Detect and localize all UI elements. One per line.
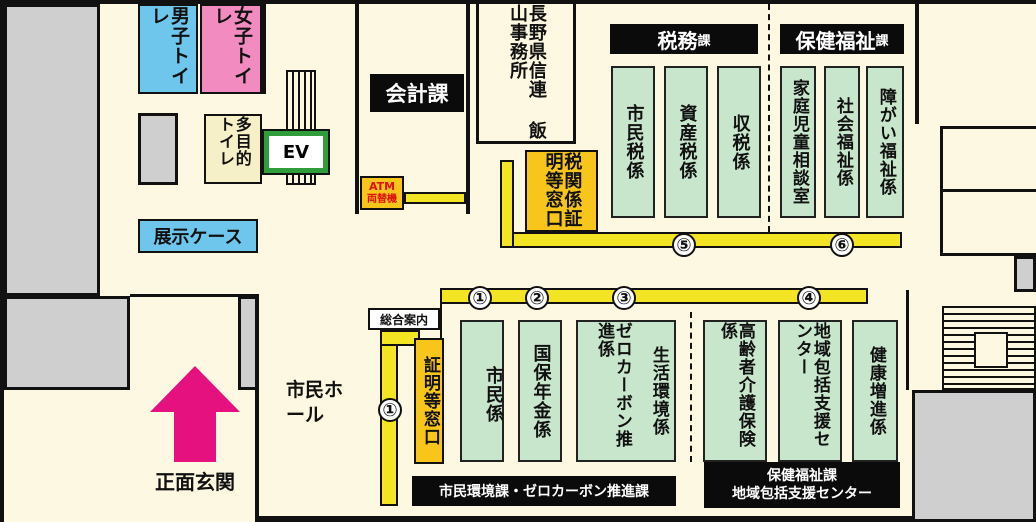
hoken-bottom-line2: 地域包括支援センター — [732, 486, 872, 502]
accounting-wall — [466, 4, 470, 214]
zeimu-dept-header: 税務課 — [610, 24, 758, 54]
right-wall-top — [915, 4, 919, 124]
desk-shisanzei-label: 資産税係 — [676, 104, 698, 180]
divider-top — [768, 4, 770, 232]
hoken-name: 保健福祉 — [795, 28, 876, 53]
info-partition — [440, 300, 442, 340]
desk-shiminka: 市民係 — [460, 320, 504, 462]
elevator[interactable]: EV — [262, 129, 330, 175]
general-information-label: 総合案内 — [379, 312, 428, 327]
accounting-counter — [404, 192, 466, 204]
desk-shiminka-label: 市民係 — [483, 365, 504, 423]
multipurpose-toilet: 多目的トイレ — [204, 114, 262, 184]
hoken-suffix: 課 — [875, 33, 889, 49]
counter-4[interactable]: ④ — [797, 286, 821, 310]
tax-certificate-window-label: 税関係証明等窓口 — [542, 152, 583, 228]
elevator-label: EV — [269, 136, 323, 168]
entrance-wall-right — [255, 296, 259, 522]
counter-6[interactable]: ⑥ — [830, 233, 854, 257]
right-partition — [906, 290, 909, 390]
desk-kenko: 健康増進係 — [852, 320, 898, 462]
desk-shisanzei: 資産税係 — [664, 66, 708, 218]
desk-katei-label: 家庭児童相談室 — [788, 79, 809, 205]
general-information[interactable]: 総合案内 — [368, 308, 440, 330]
desk-kenko-label: 健康増進係 — [865, 346, 886, 436]
right-pillar — [1014, 256, 1036, 292]
zeimu-name: 税務 — [657, 28, 698, 53]
atm-label: ATM — [368, 180, 396, 194]
desk-shuzei-label: 収税係 — [729, 113, 751, 171]
womens-toilet: 女子トイレ — [200, 4, 262, 94]
hoken-bottom-line1: 保健福祉課 — [767, 467, 837, 484]
womens-toilet-label: 女子トイレ — [211, 6, 253, 86]
counter-5-6-left-leg — [500, 160, 514, 248]
shimin-dept-label: 市民環境課・ゼロカーボン推進課 — [412, 476, 676, 506]
mens-toilet: 男子トイレ — [138, 4, 198, 94]
display-case-label: 展示ケース — [153, 227, 243, 248]
tax-certificate-window[interactable]: 税関係証明等窓口 — [525, 150, 598, 232]
counter-3[interactable]: ③ — [612, 286, 636, 310]
citizens-hall-label: 市民ホール — [286, 378, 346, 427]
stairs-right — [942, 306, 1036, 390]
entrance-arrow-icon — [150, 366, 240, 462]
atm[interactable]: ATM 両替機 — [360, 176, 404, 210]
desk-korei-label: 高齢者介護保険係 — [717, 322, 755, 448]
entrance-wall-top — [130, 294, 259, 297]
left-structure — [4, 4, 100, 296]
right-room-1 — [940, 126, 1036, 192]
zeimu-suffix: 課 — [697, 33, 711, 49]
desk-shuzei: 収税係 — [717, 66, 761, 218]
desk-shiminzei: 市民税係 — [611, 66, 655, 218]
display-case: 展示ケース — [138, 219, 258, 253]
desk-chiiki: 地域包括支援センター — [778, 320, 842, 462]
counter-1-side[interactable]: ① — [378, 398, 402, 422]
divider-bottom — [690, 312, 692, 462]
counter-5[interactable]: ⑤ — [672, 233, 696, 257]
hoken-dept-header: 保健福祉課 — [780, 24, 904, 54]
outer-wall-top — [0, 0, 1036, 4]
desk-kokuho-label: 国保年金係 — [530, 343, 552, 439]
outer-wall-bottom — [255, 516, 1036, 522]
desk-zerocarbon-label: ゼロカーボン推進係 — [594, 322, 632, 448]
counter-1-vertical — [380, 340, 398, 506]
left-lower-structure — [4, 296, 130, 390]
bank-office: 長野県信連 飯山事務所 — [476, 4, 576, 144]
desk-seikatsu-label: 生活環境係 — [648, 346, 669, 436]
center-wall — [355, 4, 359, 214]
bank-label: 長野県信連 飯山事務所 — [507, 4, 547, 140]
certificate-window-label: 証明等窓口 — [419, 356, 440, 446]
desk-korei: 高齢者介護保険係 — [703, 320, 767, 462]
atm-exchange-label: 両替機 — [367, 193, 397, 205]
counter-2[interactable]: ② — [525, 286, 549, 310]
citizens-hall-text: 市民ホール — [286, 379, 344, 426]
multipurpose-toilet-label: 多目的トイレ — [216, 116, 252, 167]
right-lower-structure — [912, 390, 1036, 522]
counter-1-top[interactable]: ① — [468, 286, 492, 310]
desk-shakai-label: 社会福祉係 — [832, 97, 853, 187]
toilet-wall — [262, 4, 266, 94]
outer-wall-left — [0, 0, 4, 522]
desk-shakai: 社会福祉係 — [824, 66, 860, 218]
mens-toilet-label: 男子トイレ — [148, 6, 190, 86]
accounting-dept: 会計課 — [370, 74, 464, 112]
pillar-left — [138, 113, 178, 185]
certificate-window[interactable]: 証明等窓口 — [414, 338, 444, 464]
desk-katei: 家庭児童相談室 — [780, 66, 816, 218]
desk-chiiki-label: 地域包括支援センター — [792, 322, 830, 448]
desk-shogai: 障がい福祉係 — [866, 66, 904, 218]
right-room-2 — [940, 192, 1036, 256]
desk-shiminzei-label: 市民税係 — [623, 104, 645, 180]
desk-shogai-label: 障がい福祉係 — [875, 88, 896, 196]
main-entrance-label: 正面玄関 — [155, 470, 235, 494]
desk-kokuho: 国保年金係 — [518, 320, 562, 462]
hoken-bottom-label: 保健福祉課 地域包括支援センター — [704, 462, 900, 508]
desk-zerocarbon-seikatsu: ゼロカーボン推進係 生活環境係 — [576, 320, 676, 462]
